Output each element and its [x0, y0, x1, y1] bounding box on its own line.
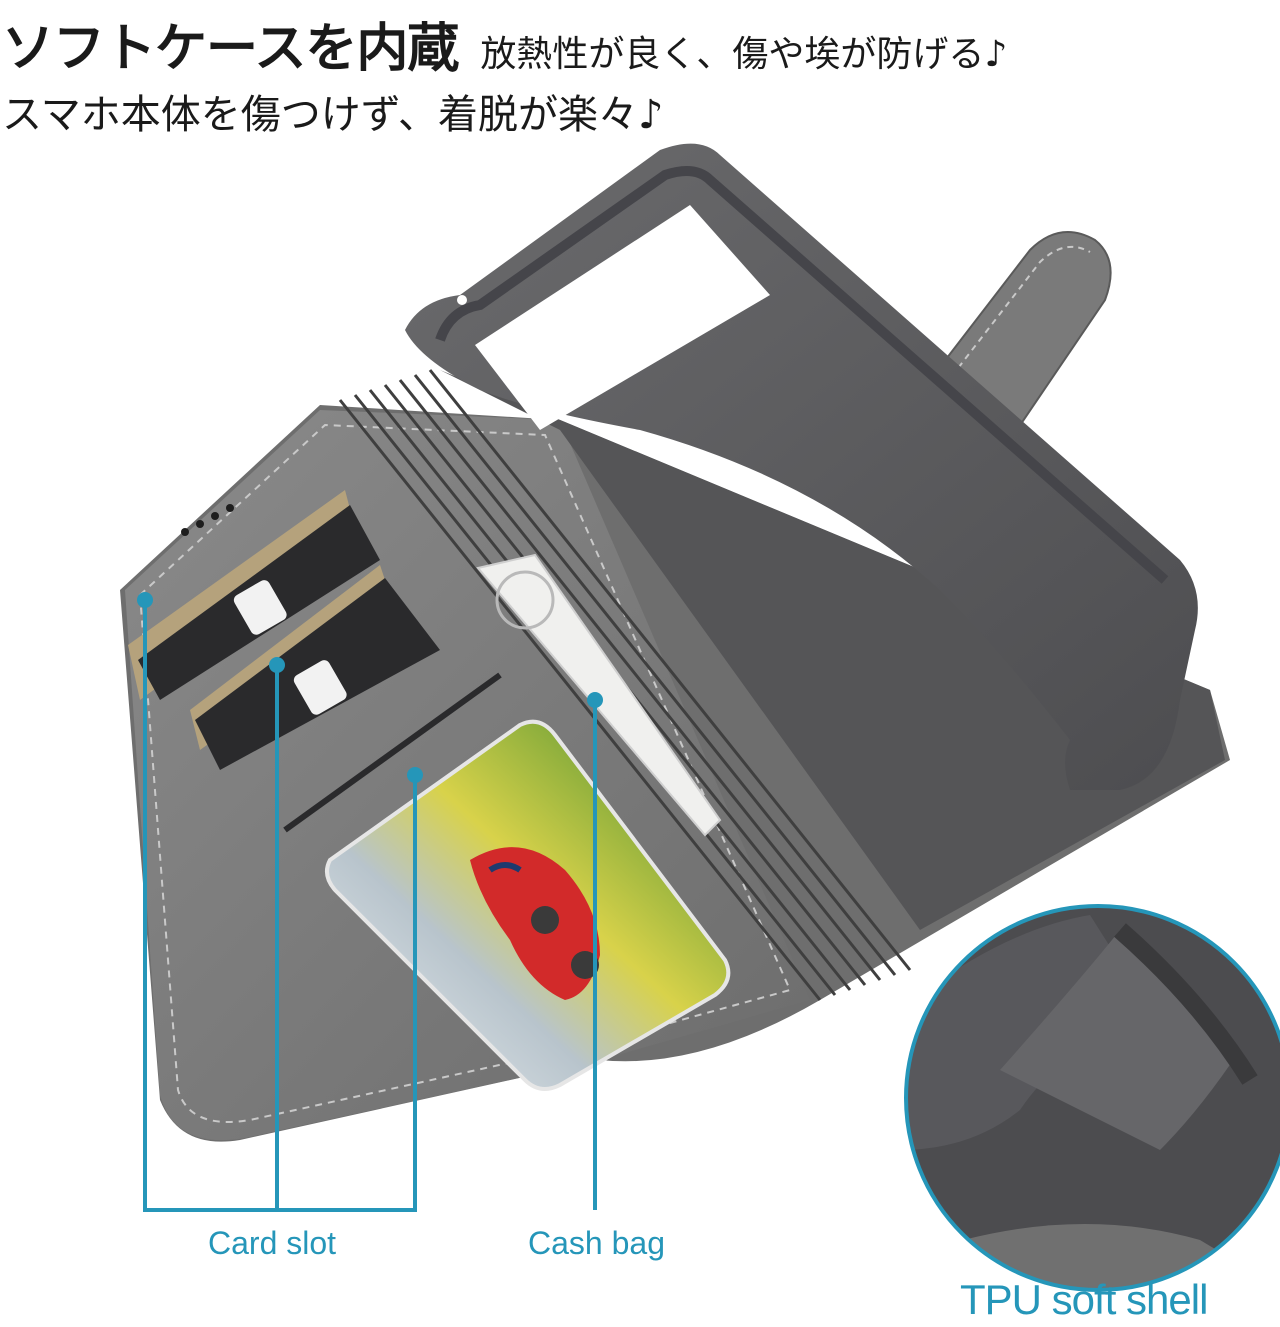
callout-lines — [143, 600, 597, 1212]
tpu-soft-shell — [405, 143, 1198, 791]
card-slots — [128, 490, 502, 833]
headline-line-2: スマホ本体を傷つけず、着脱が楽々♪ — [2, 92, 664, 138]
headline: ソフトケースを内蔵放熱性が良く、傷や埃が防げる♪ スマホ本体を傷つけず、着脱が楽… — [0, 0, 1280, 150]
red-car-image — [470, 847, 600, 1000]
callout-dots — [137, 592, 603, 783]
dots — [181, 504, 234, 536]
cash-bag-label: Cash bag — [528, 1225, 665, 1261]
tpu-soft-shell-label: TPU soft shell — [960, 1276, 1208, 1323]
photo-window — [324, 719, 731, 1091]
product-photo — [120, 143, 1280, 1292]
tpu-zoom-inset — [904, 904, 1280, 1292]
card-slot-label: Card slot — [208, 1225, 337, 1261]
headline-line-1: ソフトケースを内蔵放熱性が良く、傷や埃が防げる♪ — [2, 6, 1007, 81]
headline-regular-text: 放熱性が良く、傷や埃が防げる♪ — [480, 34, 1008, 75]
card-logo-icon — [233, 580, 347, 715]
headline-bold-text: ソフトケースを内蔵 — [2, 19, 459, 79]
